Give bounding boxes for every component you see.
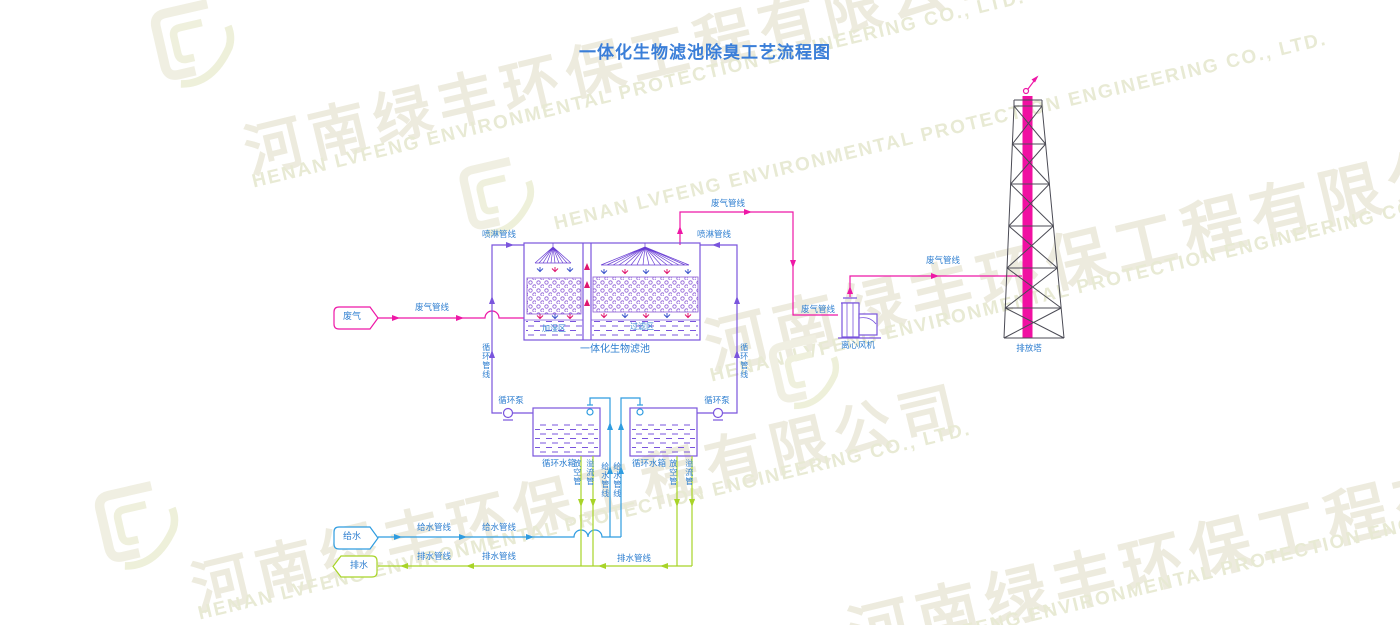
drain-layer-right — [592, 320, 698, 338]
feed-water-piping — [333, 397, 644, 550]
circulation-tank-left — [532, 407, 601, 457]
pipe-label-drain: 排水管线 — [416, 551, 451, 561]
label-circulation-tank: 循环水箱 — [631, 458, 666, 468]
label-biofilter: 一体化生物滤池 — [580, 344, 650, 355]
pipe-label-feed-water: 给水管线 — [612, 462, 622, 498]
drain-layer-left — [526, 321, 582, 338]
drain-piping — [332, 456, 695, 578]
centrifugal-fan — [838, 297, 881, 339]
pipe-label-waste-gas: 废气管线 — [925, 255, 960, 265]
pipe-label-vent: 放空管 — [668, 459, 678, 486]
waste-gas-flag — [333, 306, 379, 330]
drain-flag-label: 排水 — [349, 560, 368, 570]
waste-gas-piping — [333, 209, 1022, 330]
discharge-stack — [1003, 75, 1065, 339]
pipe-label-drain: 排水管线 — [481, 551, 516, 561]
float-valve-right — [636, 404, 644, 416]
pipe-label-overflow: 溢流管 — [684, 459, 694, 486]
pipe-label-spray: 喷淋管线 — [481, 229, 516, 239]
label-circulation-tank: 循环水箱 — [541, 458, 576, 468]
label-humidify-zone: 加湿区 — [542, 324, 566, 333]
pipe-label-vent: 放空管 — [572, 459, 582, 486]
label-discharge-stack: 排放塔 — [1016, 343, 1042, 353]
float-valve-left — [586, 404, 594, 416]
biofilter-unit — [523, 242, 701, 341]
pipe-label-waste-gas: 废气管线 — [710, 198, 745, 208]
filter-media-left — [526, 277, 582, 315]
pipe-label-spray: 喷淋管线 — [696, 229, 731, 239]
pipe-label-feed-water: 给水管线 — [416, 522, 451, 532]
stack-top-vent — [1022, 75, 1039, 95]
feed-water-flag-label: 给水 — [342, 531, 361, 541]
spray-cone-right — [600, 243, 690, 266]
pipe-label-feed-water: 给水管线 — [481, 522, 516, 532]
filter-media-right — [592, 276, 699, 313]
label-circulation-pump: 循环泵 — [704, 395, 730, 405]
water-tanks — [532, 407, 698, 457]
stack-lattice — [1003, 99, 1065, 339]
waste-gas-flag-label: 废气 — [342, 311, 361, 321]
label-filter-zone: 过滤区 — [630, 322, 654, 331]
pipe-label-circulation: 循环管线 — [739, 343, 749, 379]
circulation-pump-left — [502, 407, 514, 421]
spray-cone-left — [534, 243, 572, 264]
label-centrifugal-fan: 离心风机 — [840, 340, 875, 350]
pipe-label-circulation: 循环管线 — [481, 343, 491, 379]
pipe-label-feed-water: 给水管线 — [600, 462, 610, 498]
diagram-title: 一体化生物滤池除臭工艺流程图 — [579, 43, 831, 62]
gas-flow-arrows — [584, 263, 590, 306]
pipe-label-waste-gas: 废气管线 — [414, 302, 449, 312]
pipe-label-drain: 排水管线 — [616, 553, 651, 563]
circulation-piping — [489, 242, 740, 421]
drain-flag — [332, 555, 378, 578]
feed-water-flag — [333, 526, 379, 550]
pipe-label-overflow: 溢流管 — [585, 459, 595, 486]
watermark-logo — [98, 0, 844, 570]
circulation-pump-right — [712, 407, 724, 421]
label-circulation-pump: 循环泵 — [498, 395, 524, 405]
circulation-tank-right — [629, 407, 698, 457]
stack-pipe — [1022, 96, 1033, 338]
pipe-label-waste-gas: 废气管线 — [800, 304, 835, 314]
